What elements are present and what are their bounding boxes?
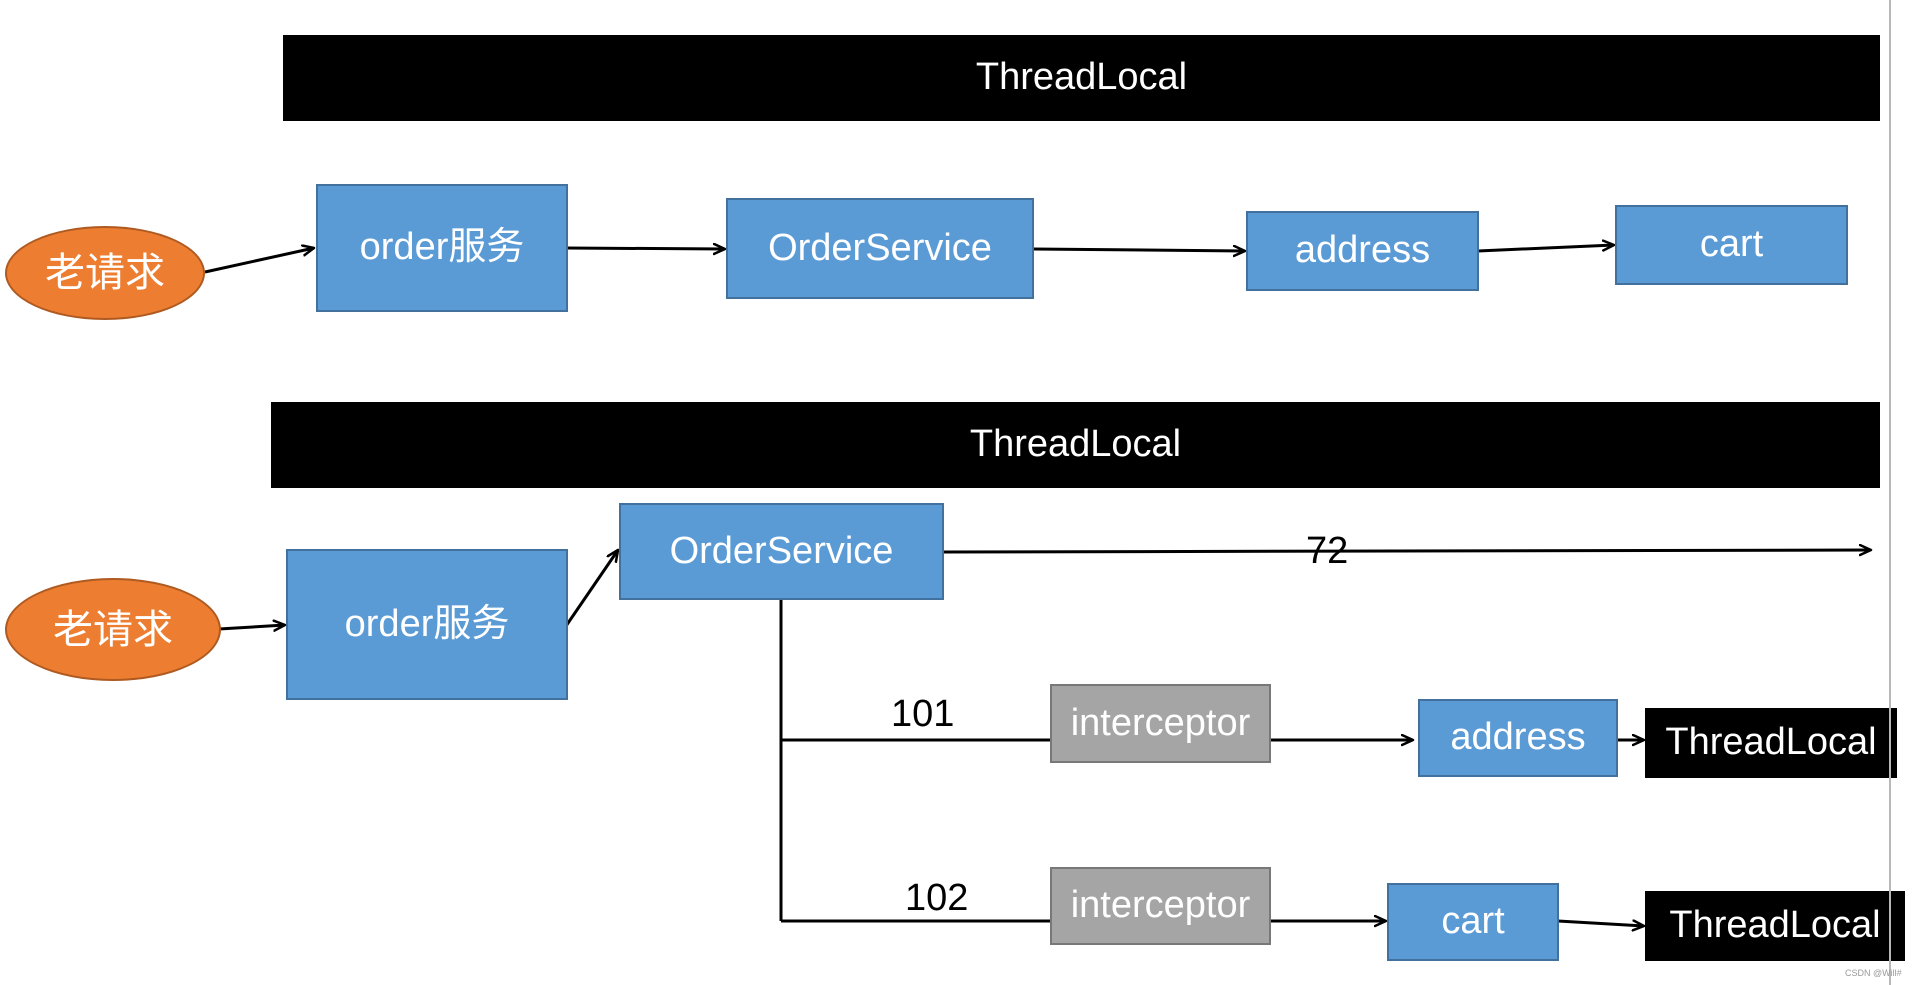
threadlocal-banner-bottom-label: ThreadLocal [969, 423, 1182, 466]
edge-label-72: 72 [1306, 530, 1349, 572]
interceptor-node-2-label: interceptor [1070, 884, 1251, 927]
threadlocal-banner-bottom: ThreadLocal [271, 402, 1880, 488]
address-node-top-label: address [1294, 229, 1431, 272]
interceptor-node-1-label: interceptor [1070, 701, 1251, 744]
cart-node-top: cart [1615, 205, 1848, 285]
orderservice-node-top: OrderService [726, 198, 1034, 299]
threadlocal-node-2-label: ThreadLocal [1669, 904, 1881, 947]
cart-node-top-label: cart [1699, 223, 1764, 266]
watermark: CSDN @Will# [1845, 968, 1902, 978]
edge-top-orderservice-to-address [1032, 249, 1245, 251]
edge-bottom-orderservice-main [942, 550, 1871, 552]
request-node-bottom-label: 老请求 [53, 607, 173, 652]
threadlocal-node-1-label: ThreadLocal [1665, 721, 1877, 764]
order-module-node-bottom-label: order服务 [344, 602, 510, 645]
orderservice-node-top-label: OrderService [768, 226, 992, 269]
order-module-node-top-label: order服务 [359, 226, 525, 269]
slide-edge-divider [1889, 0, 1891, 985]
threadlocal-banner-top: ThreadLocal [283, 35, 1880, 121]
interceptor-node-1: interceptor [1050, 684, 1271, 763]
orderservice-node-bottom: OrderService [619, 503, 944, 600]
address-node-top: address [1246, 211, 1479, 291]
edge-bottom-cart-to-threadlocal [1557, 921, 1644, 926]
edge-top-request-to-order-module [204, 248, 314, 274]
edge-top-address-to-cart [1477, 245, 1614, 253]
request-node-top-label: 老请求 [45, 251, 165, 295]
orderservice-node-bottom-label: OrderService [669, 529, 894, 572]
request-node-bottom: 老请求 [5, 578, 221, 681]
request-node-top: 老请求 [5, 226, 205, 320]
address-node-bottom: address [1418, 699, 1618, 777]
cart-node-bottom-label: cart [1441, 900, 1505, 943]
address-node-bottom-label: address [1450, 716, 1586, 759]
edge-top-order-module-to-orderservice [565, 248, 725, 249]
edge-label-102: 102 [905, 877, 969, 919]
cart-node-bottom: cart [1387, 883, 1559, 961]
threadlocal-node-2: ThreadLocal [1645, 891, 1905, 961]
edge-bottom-request-to-order-module [218, 625, 285, 629]
order-module-node-top: order服务 [316, 184, 568, 312]
edge-label-101: 101 [891, 693, 955, 735]
interceptor-node-2: interceptor [1050, 867, 1271, 945]
edge-bottom-order-module-to-orderservice [564, 550, 618, 627]
order-module-node-bottom: order服务 [286, 549, 568, 700]
threadlocal-node-1: ThreadLocal [1645, 708, 1897, 778]
threadlocal-banner-top-label: ThreadLocal [975, 56, 1188, 99]
